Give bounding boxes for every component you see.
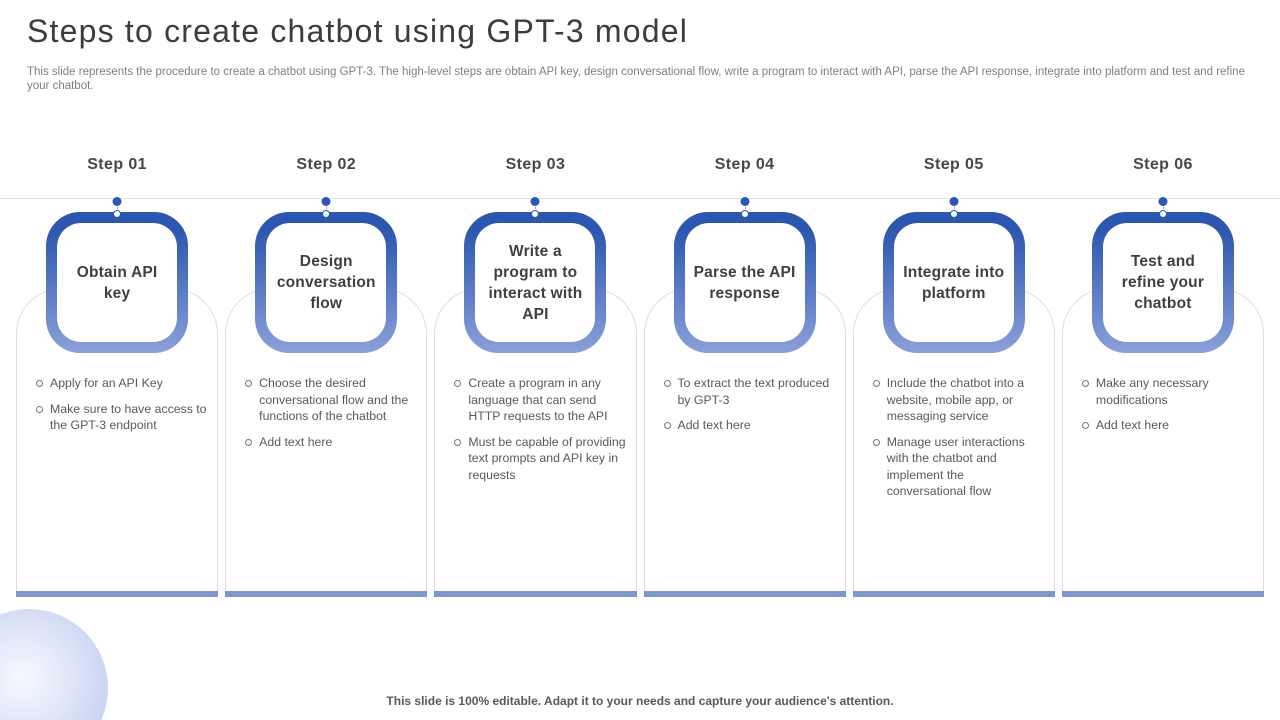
- timeline-divider: [0, 198, 1280, 199]
- step-label: Step 05: [923, 156, 984, 173]
- step-label: Step 01: [87, 156, 147, 173]
- step-box: Write a program to interact with API: [464, 212, 607, 353]
- step-card-accent-bar: [225, 591, 428, 597]
- step-box-title: Integrate into platform: [903, 263, 1005, 302]
- step-card: Include the chatbot into a website, mobi…: [852, 288, 1055, 597]
- step-box-title: Write a program to interact with API: [488, 242, 583, 323]
- step-bullet-item: Choose the desired conversational flow a…: [243, 375, 418, 425]
- step-bullet-item: Add text here: [662, 417, 837, 434]
- step-label: Step 04: [714, 156, 775, 173]
- step-card-accent-bar: [852, 591, 1055, 597]
- step-box-inner: Parse the API response: [684, 223, 805, 342]
- footer-note: This slide is 100% editable. Adapt it to…: [386, 694, 894, 708]
- step-bullet-item: Include the chatbot into a website, mobi…: [871, 375, 1046, 425]
- timeline-node-icon: [1158, 210, 1167, 218]
- timeline-dot-icon: [321, 197, 331, 206]
- step-bullet-item: Make sure to have access to the GPT-3 en…: [34, 401, 209, 434]
- timeline-dot-icon: [1158, 197, 1168, 206]
- step-bullet-list: Choose the desired conversational flow a…: [226, 289, 426, 450]
- step-bullet-item: Must be capable of providing text prompt…: [452, 434, 627, 484]
- step-box-title: Obtain API key: [76, 263, 158, 302]
- step-bullet-item: To extract the text produced by GPT-3: [662, 375, 837, 408]
- page-title: Steps to create chatbot using GPT-3 mode…: [27, 13, 689, 49]
- step-box-inner: Integrate into platform: [893, 223, 1014, 342]
- step-column: Step 02 Choose the desired conversationa…: [225, 152, 428, 598]
- timeline-node-icon: [322, 210, 331, 218]
- step-bullet-item: Add text here: [1080, 417, 1255, 434]
- step-bullet-item: Apply for an API Key: [34, 375, 209, 392]
- step-card: Choose the desired conversational flow a…: [225, 288, 428, 597]
- step-box: Obtain API key: [46, 212, 189, 353]
- timeline-node-icon: [113, 210, 122, 218]
- step-column: Step 05 Include the chatbot into a websi…: [852, 152, 1055, 598]
- step-label: Step 02: [296, 156, 357, 173]
- step-card-accent-bar: [643, 591, 846, 597]
- timeline-dot-icon: [530, 197, 540, 206]
- timeline-node-icon: [740, 210, 749, 218]
- step-bullet-item: Add text here: [243, 434, 418, 451]
- step-box: Integrate into platform: [882, 212, 1025, 353]
- step-box: Test and refine your chatbot: [1091, 212, 1234, 353]
- step-box-title: Test and refine your chatbot: [1121, 253, 1205, 312]
- timeline-dot-icon: [112, 197, 122, 206]
- step-bullet-list: Include the chatbot into a website, mobi…: [854, 289, 1054, 500]
- timeline-dot-icon: [740, 197, 750, 206]
- timeline-node-icon: [531, 210, 540, 218]
- step-column: Step 04 To extract the text produced by …: [643, 152, 846, 598]
- step-box-inner: Obtain API key: [57, 223, 178, 342]
- timeline-dot-icon: [949, 197, 959, 206]
- step-box: Design conversation flow: [255, 212, 398, 353]
- step-label: Step 03: [505, 156, 566, 173]
- step-card-accent-bar: [1061, 591, 1265, 597]
- step-label: Step 06: [1133, 156, 1193, 173]
- step-box-inner: Test and refine your chatbot: [1102, 223, 1223, 342]
- step-bullet-list: Create a program in any language that ca…: [435, 289, 635, 483]
- step-box: Parse the API response: [673, 212, 816, 353]
- step-column: Step 03 Create a program in any language…: [434, 152, 637, 598]
- step-box-title: Parse the API response: [693, 263, 796, 302]
- step-bullet-item: Create a program in any language that ca…: [452, 375, 627, 425]
- step-bullet-item: Manage user interactions with the chatbo…: [871, 434, 1046, 500]
- timeline-node-icon: [949, 210, 958, 218]
- step-box-inner: Design conversation flow: [266, 223, 387, 342]
- step-card-accent-bar: [434, 591, 637, 597]
- slide-subtitle: This slide represents the procedure to c…: [27, 66, 1245, 92]
- step-box-inner: Write a program to interact with API: [475, 223, 596, 342]
- step-column: Step 06 Make any necessary modifications…: [1061, 152, 1265, 598]
- step-bullet-item: Make any necessary modifications: [1080, 375, 1255, 408]
- step-box-title: Design conversation flow: [276, 253, 376, 312]
- step-card-accent-bar: [16, 591, 219, 597]
